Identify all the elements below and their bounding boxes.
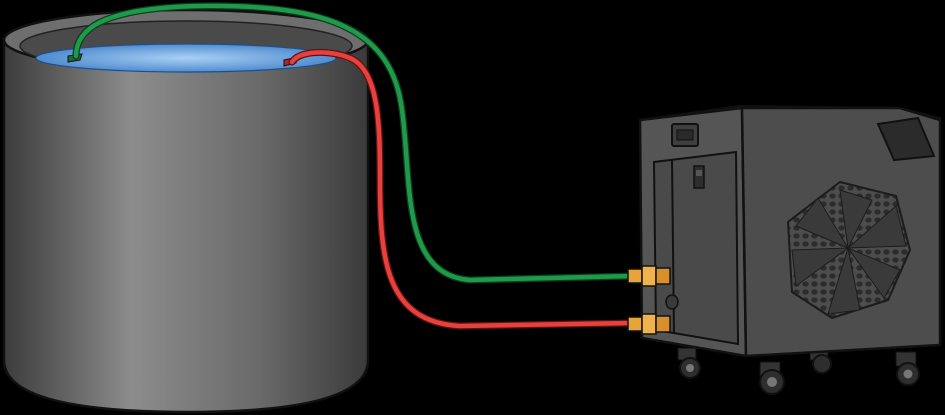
green-hose — [73, 3, 635, 283]
caster-wheel-icon — [677, 347, 701, 379]
tank-body — [2, 38, 370, 414]
red-hose-fitting — [627, 313, 671, 335]
water-surface — [35, 43, 337, 73]
fan-blade — [846, 205, 907, 249]
hoses — [72, 2, 636, 330]
fan-blade — [791, 247, 850, 287]
drain-knob-icon — [665, 294, 679, 310]
caster-wheel-icon — [895, 351, 920, 386]
chiller-unit — [627, 104, 942, 395]
caster-wheel-icon — [759, 361, 785, 395]
fan-blade — [795, 197, 850, 250]
power-switch-icon — [693, 165, 705, 189]
green-hose-fitting — [627, 265, 671, 287]
red-hose — [289, 50, 635, 329]
fan-blade — [827, 247, 861, 315]
fan-blade — [846, 246, 901, 299]
fan-grille-icon — [786, 180, 912, 320]
water-tank — [2, 8, 370, 414]
display-panel — [876, 116, 936, 162]
fan-blade — [839, 189, 873, 250]
